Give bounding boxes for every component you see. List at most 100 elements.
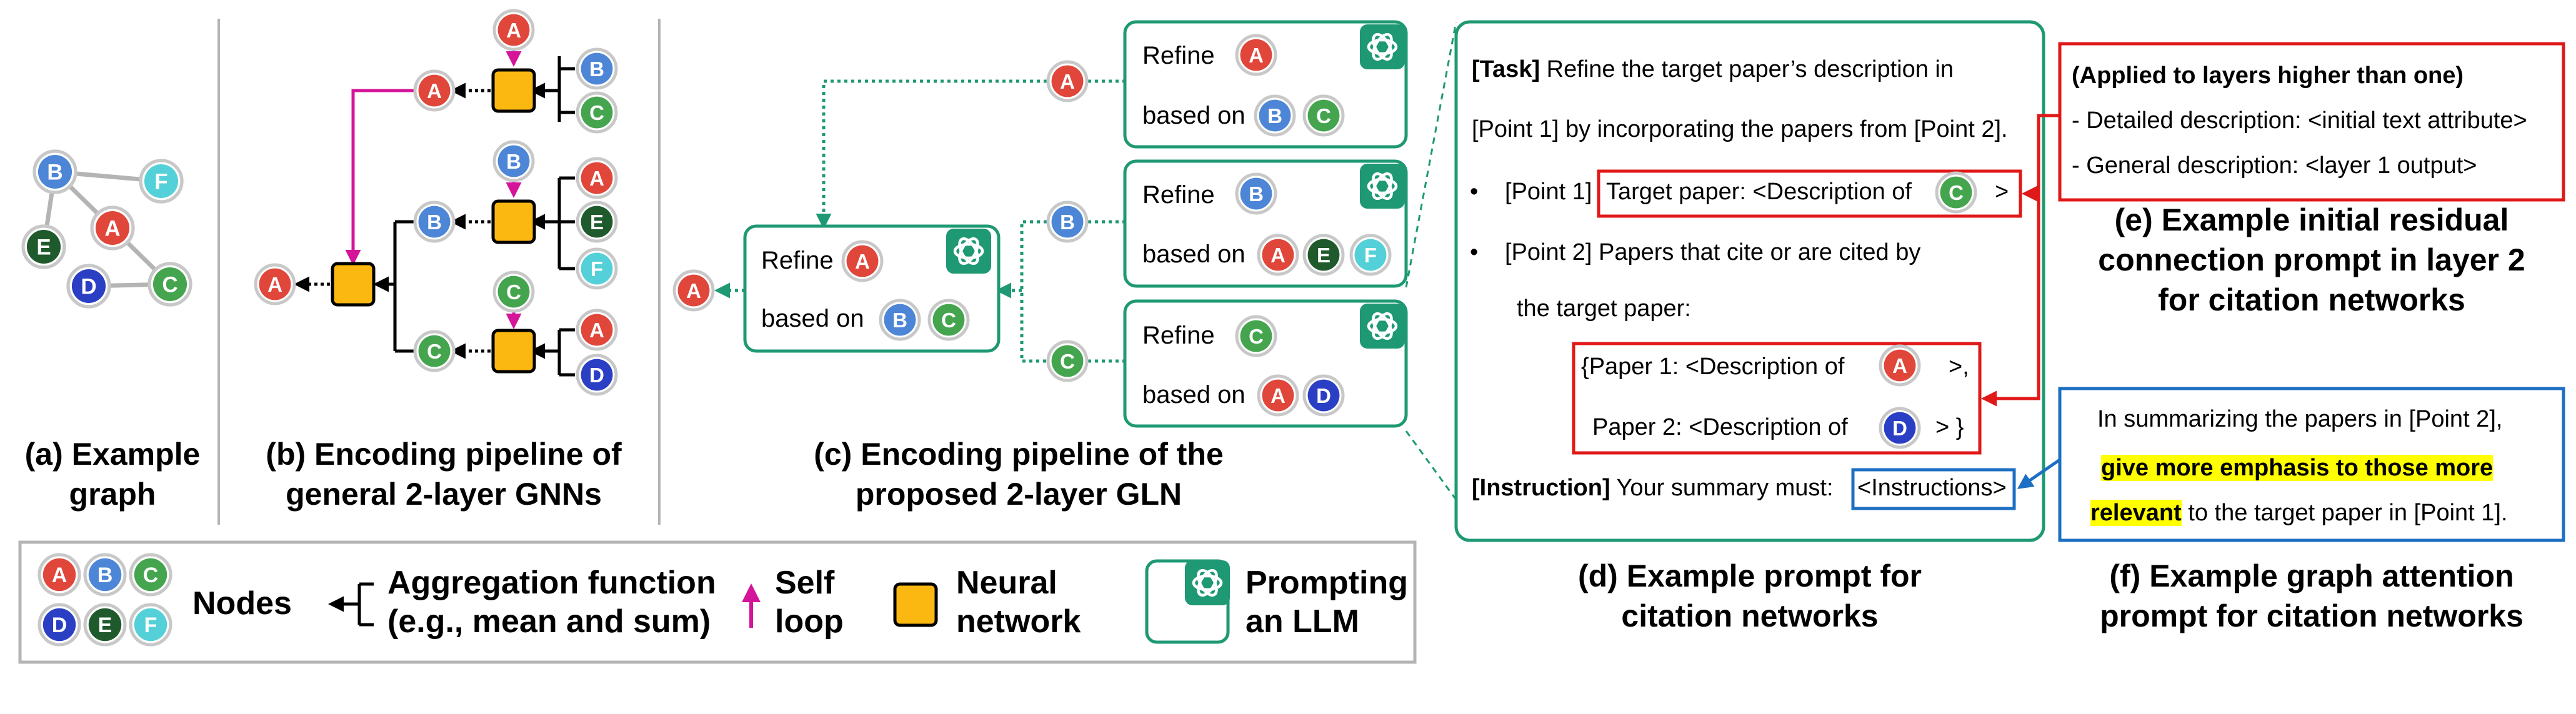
caption-a-line2: graph — [69, 477, 156, 512]
node-e: E — [83, 603, 127, 647]
instruction-text: Your summary must: — [1610, 475, 1834, 501]
node-b: B — [413, 201, 456, 243]
node-a: A — [1046, 60, 1089, 102]
prompt-panel — [1454, 20, 2045, 542]
legend-agg-line1: Aggregation function — [387, 565, 716, 601]
node-letter: D — [1892, 417, 1907, 440]
caption-e: (e) Example initial residual connection … — [2060, 200, 2564, 320]
llm-icon — [1360, 164, 1405, 209]
attention-highlight-text-1: give more emphasis to those more — [2101, 455, 2494, 481]
node-letter: B — [97, 563, 113, 587]
residual-line1: (Applied to layers higher than one) — [2072, 62, 2464, 89]
node-letter: B — [1249, 182, 1264, 206]
node-a: A — [576, 309, 618, 351]
node-letter: A — [1249, 44, 1264, 67]
legend-self-line2: loop — [775, 603, 844, 640]
node-letter: A — [855, 250, 870, 273]
point1-box — [1597, 169, 2022, 218]
node-letter: E — [1317, 244, 1330, 267]
node-b: B — [1254, 94, 1296, 137]
node-d: D — [66, 264, 111, 309]
caption-a: (a) Example graph — [12, 434, 212, 514]
node-f: F — [1349, 234, 1392, 276]
node-a: A — [254, 263, 296, 305]
node-letter: C — [1060, 350, 1075, 373]
node-d: D — [1879, 407, 1921, 449]
node-letter: D — [81, 275, 96, 299]
caption-b-line1: (b) Encoding pipeline of — [266, 437, 622, 472]
node-letter: C — [1249, 325, 1264, 348]
point2-line1: [Point 2] Papers that cite or are cited … — [1505, 239, 1921, 265]
node-e: E — [1302, 234, 1345, 276]
node-a: A — [37, 553, 81, 597]
node-a: A — [1879, 344, 1921, 387]
node-b: B — [1235, 172, 1277, 215]
node-f: F — [576, 247, 618, 290]
node-e: E — [576, 201, 618, 243]
point1-end: > — [1995, 179, 2009, 205]
caption-c-line2: proposed 2-layer GLN — [855, 477, 1182, 512]
task-text: Refine the target paper’s description in — [1540, 56, 1954, 82]
neural-network-box — [491, 329, 536, 374]
node-letter: E — [590, 211, 604, 234]
caption-a-line1: (a) Example — [24, 437, 201, 472]
node-b: B — [1046, 201, 1089, 243]
openai-icon — [1185, 560, 1230, 605]
node-b: B — [32, 149, 77, 194]
legend-llm-line1: Prompting — [1246, 565, 1408, 601]
legend-agg-line2: (e.g., mean and sum) — [387, 603, 711, 640]
node-letter: C — [941, 309, 956, 332]
node-letter: F — [144, 613, 157, 637]
legend-self-line1: Self — [775, 565, 835, 601]
node-c: C — [147, 262, 192, 307]
node-d: D — [37, 603, 81, 647]
instructions-placeholder: <Instructions> — [1857, 475, 2007, 501]
point2-line2: the target paper: — [1517, 295, 1691, 322]
node-letter: A — [1271, 384, 1286, 407]
node-a: A — [1257, 234, 1299, 276]
node-c: C — [492, 270, 535, 313]
residual-prompt-box — [2058, 42, 2565, 202]
node-letter: C — [162, 273, 177, 297]
bullet-2: • — [1470, 239, 1479, 265]
node-b: B — [492, 140, 535, 182]
node-letter: D — [52, 613, 67, 637]
node-letter: A — [589, 167, 604, 190]
node-letter: F — [154, 170, 167, 194]
node-a: A — [492, 9, 535, 51]
node-letter: F — [591, 257, 603, 280]
attention-line3: relevant to the target paper in [Point 1… — [2090, 500, 2508, 527]
neural-network-legend-icon — [893, 582, 938, 627]
node-letter: C — [427, 340, 442, 363]
gln-pipeline: Refine based on Refine based on Refine b… — [714, 20, 1457, 500]
residual-arrow-2 — [1981, 194, 2040, 407]
caption-e-line2: connection prompt in layer 2 — [2098, 242, 2525, 277]
attention-line3-rest: to the target paper in [Point 1]. — [2181, 500, 2508, 526]
node-a: A — [841, 240, 884, 282]
node-c: C — [1302, 94, 1345, 137]
instruction-tag: [Instruction] — [1472, 475, 1610, 501]
node-letter: A — [1060, 70, 1075, 93]
node-letter: A — [104, 217, 120, 241]
neural-network-box — [491, 199, 536, 244]
node-letter: C — [143, 563, 159, 587]
refine-label: Refine — [1142, 322, 1215, 349]
node-letter: A — [686, 279, 701, 302]
caption-f-line1: (f) Example graph attention — [2109, 558, 2514, 593]
node-letter: B — [506, 150, 521, 173]
node-f: F — [129, 603, 172, 647]
node-f: F — [139, 159, 184, 204]
residual-arrow-1 — [2022, 114, 2060, 202]
node-e: E — [21, 224, 66, 269]
neural-network-box — [491, 68, 536, 113]
attention-highlight-1: give more emphasis to those more — [2101, 455, 2494, 482]
node-letter: B — [589, 57, 604, 81]
task-line2: [Point 1] by incorporating the papers fr… — [1472, 116, 2008, 142]
legend-llm-line2: an LLM — [1246, 603, 1359, 640]
caption-c: (c) Encoding pipeline of the proposed 2-… — [769, 434, 1269, 514]
task-tag: [Task] — [1472, 56, 1540, 82]
based-on-label: based on — [1142, 381, 1246, 409]
bullet-1: • — [1470, 179, 1479, 205]
legend-nodes-label: Nodes — [192, 585, 292, 622]
residual-line3: - General description: <layer 1 output> — [2072, 152, 2477, 179]
